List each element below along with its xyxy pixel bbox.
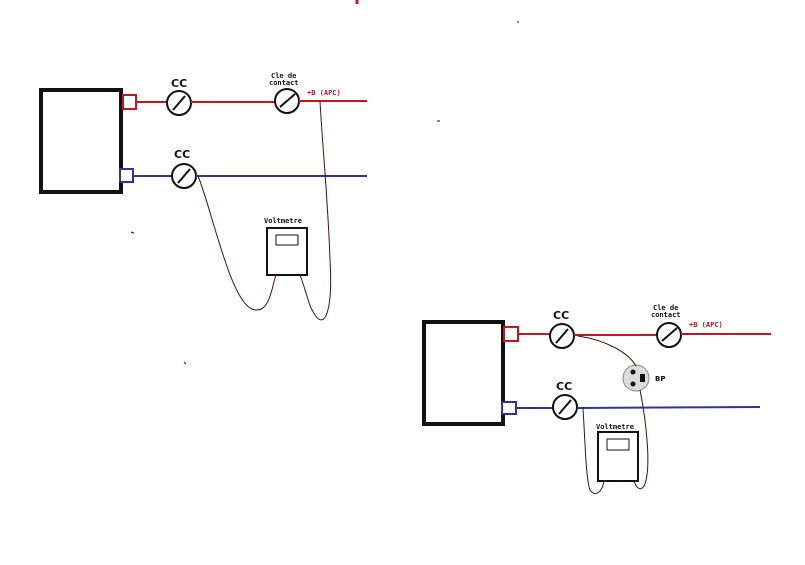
push-button-bp[interactable] xyxy=(622,364,650,392)
ignition-switch-slash xyxy=(279,93,296,108)
voltmeter-label: Voltmetre xyxy=(264,217,302,225)
plus-b-apc-label: +B (APC) xyxy=(307,89,341,97)
battery-box xyxy=(39,88,123,194)
fuse-top-label: CC xyxy=(171,77,187,90)
probe-lead-positive xyxy=(299,100,332,321)
ignition-switch-slash xyxy=(661,327,678,342)
push-button-bp-label: BP xyxy=(655,375,665,383)
diagram-1: CC Cle de contact +B (APC) CC Voltmetre xyxy=(39,72,367,321)
positive-terminal[interactable] xyxy=(503,326,519,342)
probe-lead-negative xyxy=(197,175,277,311)
fuse-bottom-label: CC xyxy=(556,380,572,393)
stray-mark xyxy=(130,231,135,234)
ignition-switch-label-2: contact xyxy=(651,311,681,319)
ignition-switch-label-1: Cle de xyxy=(271,72,296,80)
diagram-2: CC Cle de contact +B (APC) CC BP Voltmet… xyxy=(422,304,771,494)
negative-terminal[interactable] xyxy=(119,168,134,183)
fuse-bottom-slash xyxy=(558,399,572,415)
battery-box xyxy=(422,320,505,426)
voltmeter-display xyxy=(606,438,630,451)
probe-lead-bp xyxy=(577,335,637,367)
push-button-contact-top xyxy=(630,369,636,375)
ignition-switch-label-2: contact xyxy=(269,79,299,87)
fuse-top-label: CC xyxy=(553,309,569,322)
stray-mark xyxy=(183,361,187,365)
push-button-contact-bottom xyxy=(630,381,636,387)
probe-lead-bp-to-meter xyxy=(633,389,649,490)
voltmeter-display xyxy=(275,234,299,246)
negative-wire-out xyxy=(576,406,761,409)
plus-b-apc-label: +B (APC) xyxy=(689,321,723,329)
push-button-cap xyxy=(640,374,645,382)
ignition-switch-label-1: Cle de xyxy=(653,304,678,312)
probe-lead-negative xyxy=(582,407,605,494)
voltmeter-label: Voltmetre xyxy=(596,423,634,431)
negative-terminal[interactable] xyxy=(501,401,517,415)
fuse-top-slash xyxy=(172,95,186,111)
fuse-top-slash xyxy=(555,328,569,344)
positive-terminal[interactable] xyxy=(122,94,137,110)
fuse-bottom-slash xyxy=(177,168,191,184)
fuse-bottom-label: CC xyxy=(174,148,190,161)
